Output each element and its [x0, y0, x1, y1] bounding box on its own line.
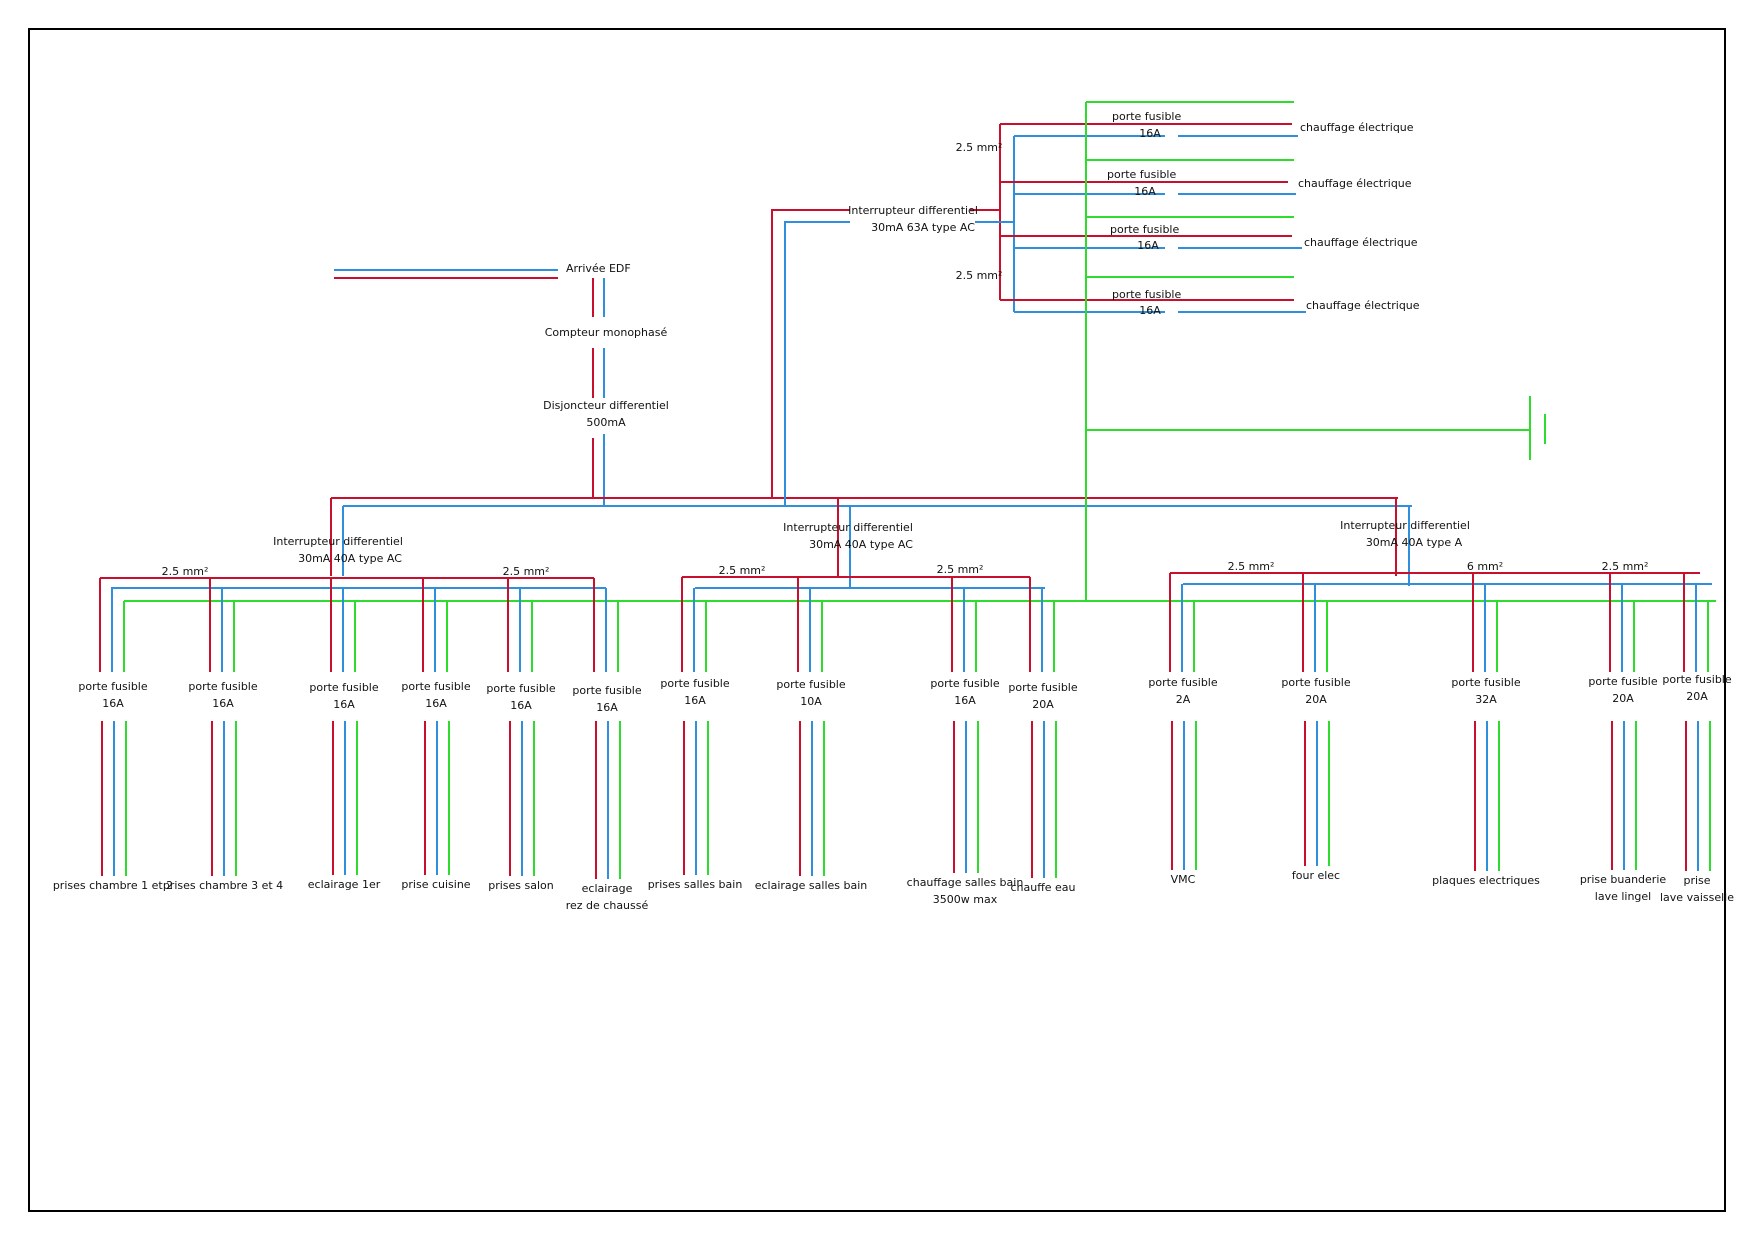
circuit-load-label-2: lave lingel	[1595, 890, 1651, 903]
heating-fuse-amp: 16A	[1134, 185, 1156, 198]
circuit-load-label: prise cuisine	[401, 878, 470, 891]
circuit-load-label: chauffe eau	[1010, 881, 1075, 894]
heating-load-label: chauffage électrique	[1306, 299, 1420, 312]
circuit-load-label-2: rez de chaussé	[566, 899, 649, 912]
circuit-fuse-label: porte fusible	[309, 681, 378, 694]
circuit-load-label: prise buanderie	[1580, 873, 1667, 886]
arrivee-edf-label: Arrivée EDF	[566, 262, 631, 275]
circuit-fuse-amp: 16A	[212, 697, 234, 710]
group2-id-label-2: 30mA 40A type AC	[809, 538, 913, 551]
group1-id-label-1: Interrupteur differentiel	[273, 535, 403, 548]
labels: Arrivée EDF Compteur monophasé Disjoncte…	[162, 110, 1649, 578]
circuit-labels: porte fusible 16A prises chambre 1 et 2 por…	[53, 673, 1734, 912]
circuit-fuse-label: porte fusible	[572, 684, 641, 697]
circuit-fuse-label: porte fusible	[486, 682, 555, 695]
heating-section-1: 2.5 mm²	[956, 141, 1003, 154]
heating-load-label: chauffage électrique	[1304, 236, 1418, 249]
group3-section-right: 2.5 mm²	[1602, 560, 1649, 573]
id63-label-1: Interrupteur differentiel	[848, 204, 978, 217]
heating-fuse-amp: 16A	[1139, 304, 1161, 317]
heating-section-2: 2.5 mm²	[956, 269, 1003, 282]
circuit-fuse-amp: 20A	[1305, 693, 1327, 706]
circuit-fuse-label: porte fusible	[78, 680, 147, 693]
circuit-load-label: VMC	[1171, 873, 1196, 886]
circuit-fuse-amp: 16A	[510, 699, 532, 712]
circuit-load-label: eclairage	[582, 882, 633, 895]
id63-phase-feed	[771, 209, 850, 498]
circuit-load-label: prises salles bain	[648, 878, 743, 891]
id63-neutral-feed	[784, 221, 850, 506]
circuit-fuse-label: porte fusible	[188, 680, 257, 693]
circuit-load-label: prise	[1683, 874, 1710, 887]
heating-load-label: chauffage électrique	[1300, 121, 1414, 134]
circuit-fuse-label: porte fusible	[1662, 673, 1731, 686]
circuit-load-label-2: 3500w max	[933, 893, 998, 906]
disjoncteur-label-2: 500mA	[586, 416, 626, 429]
circuit-fuse-label: porte fusible	[401, 680, 470, 693]
heating-load-label: chauffage électrique	[1298, 177, 1412, 190]
group3-id-label-2: 30mA 40A type A	[1366, 536, 1463, 549]
earth-ground	[1085, 102, 1546, 601]
circuit-load-label: prises salon	[488, 879, 554, 892]
circuit-fuse-label: porte fusible	[1281, 676, 1350, 689]
group1-section-right: 2.5 mm²	[503, 565, 550, 578]
circuit-fuse-label: porte fusible	[1588, 675, 1657, 688]
circuit-load-label: prises chambre 3 et 4	[163, 879, 283, 892]
circuit-fuse-amp: 32A	[1475, 693, 1497, 706]
circuit-fuse-amp: 20A	[1686, 690, 1708, 703]
heating-fuse-label: porte fusible	[1110, 223, 1179, 236]
wires	[99, 101, 1716, 879]
group1-id-label-2: 30mA 40A type AC	[298, 552, 402, 565]
circuit-fuse-amp: 16A	[102, 697, 124, 710]
circuit-fuse-amp: 16A	[425, 697, 447, 710]
group3-section-mid: 6 mm²	[1467, 560, 1503, 573]
circuit-fuse-amp: 16A	[954, 694, 976, 707]
group2-id-label-1: Interrupteur differentiel	[783, 521, 913, 534]
circuit-fuse-amp: 10A	[800, 695, 822, 708]
circuit-fuse-amp: 20A	[1612, 692, 1634, 705]
circuit-load-label: eclairage salles bain	[755, 879, 868, 892]
circuit-fuse-label: porte fusible	[1451, 676, 1520, 689]
circuit-fuse-amp: 16A	[596, 701, 618, 714]
heating-fuse-label: porte fusible	[1107, 168, 1176, 181]
heating-fuse-amp: 16A	[1139, 127, 1161, 140]
page-frame	[28, 28, 1726, 1212]
circuit-fuse-amp: 20A	[1032, 698, 1054, 711]
group1-section-left: 2.5 mm²	[162, 565, 209, 578]
circuit-load-label: chauffage salles bain	[907, 876, 1024, 889]
circuit-load-label: prises chambre 1 et 2	[53, 879, 173, 892]
circuit-fuse-label: porte fusible	[1148, 676, 1217, 689]
circuit-fuse-amp: 16A	[333, 698, 355, 711]
circuit-fuse-amp: 16A	[684, 694, 706, 707]
circuit-fuse-label: porte fusible	[776, 678, 845, 691]
id63-label-2: 30mA 63A type AC	[871, 221, 975, 234]
heating-fuse-amp: 16A	[1137, 239, 1159, 252]
group2-section-left: 2.5 mm²	[719, 564, 766, 577]
circuit-load-label: four elec	[1292, 869, 1340, 882]
group3-section-left: 2.5 mm²	[1228, 560, 1275, 573]
circuit-fuse-label: porte fusible	[930, 677, 999, 690]
circuit-load-label: eclairage 1er	[308, 878, 381, 891]
group2-section-right: 2.5 mm²	[937, 563, 984, 576]
group3-id-label-1: Interrupteur differentiel	[1340, 519, 1470, 532]
circuit-load-label-2: lave vaisselle	[1660, 891, 1734, 904]
circuit-fuse-label: porte fusible	[1008, 681, 1077, 694]
circuit-fuse-amp: 2A	[1176, 693, 1191, 706]
circuit-load-label: plaques electriques	[1432, 874, 1540, 887]
heating-fuse-label: porte fusible	[1112, 110, 1181, 123]
disjoncteur-label-1: Disjoncteur differentiel	[543, 399, 669, 412]
circuit-fuse-label: porte fusible	[660, 677, 729, 690]
heating-fuse-label: porte fusible	[1112, 288, 1181, 301]
compteur-label: Compteur monophasé	[545, 326, 668, 339]
